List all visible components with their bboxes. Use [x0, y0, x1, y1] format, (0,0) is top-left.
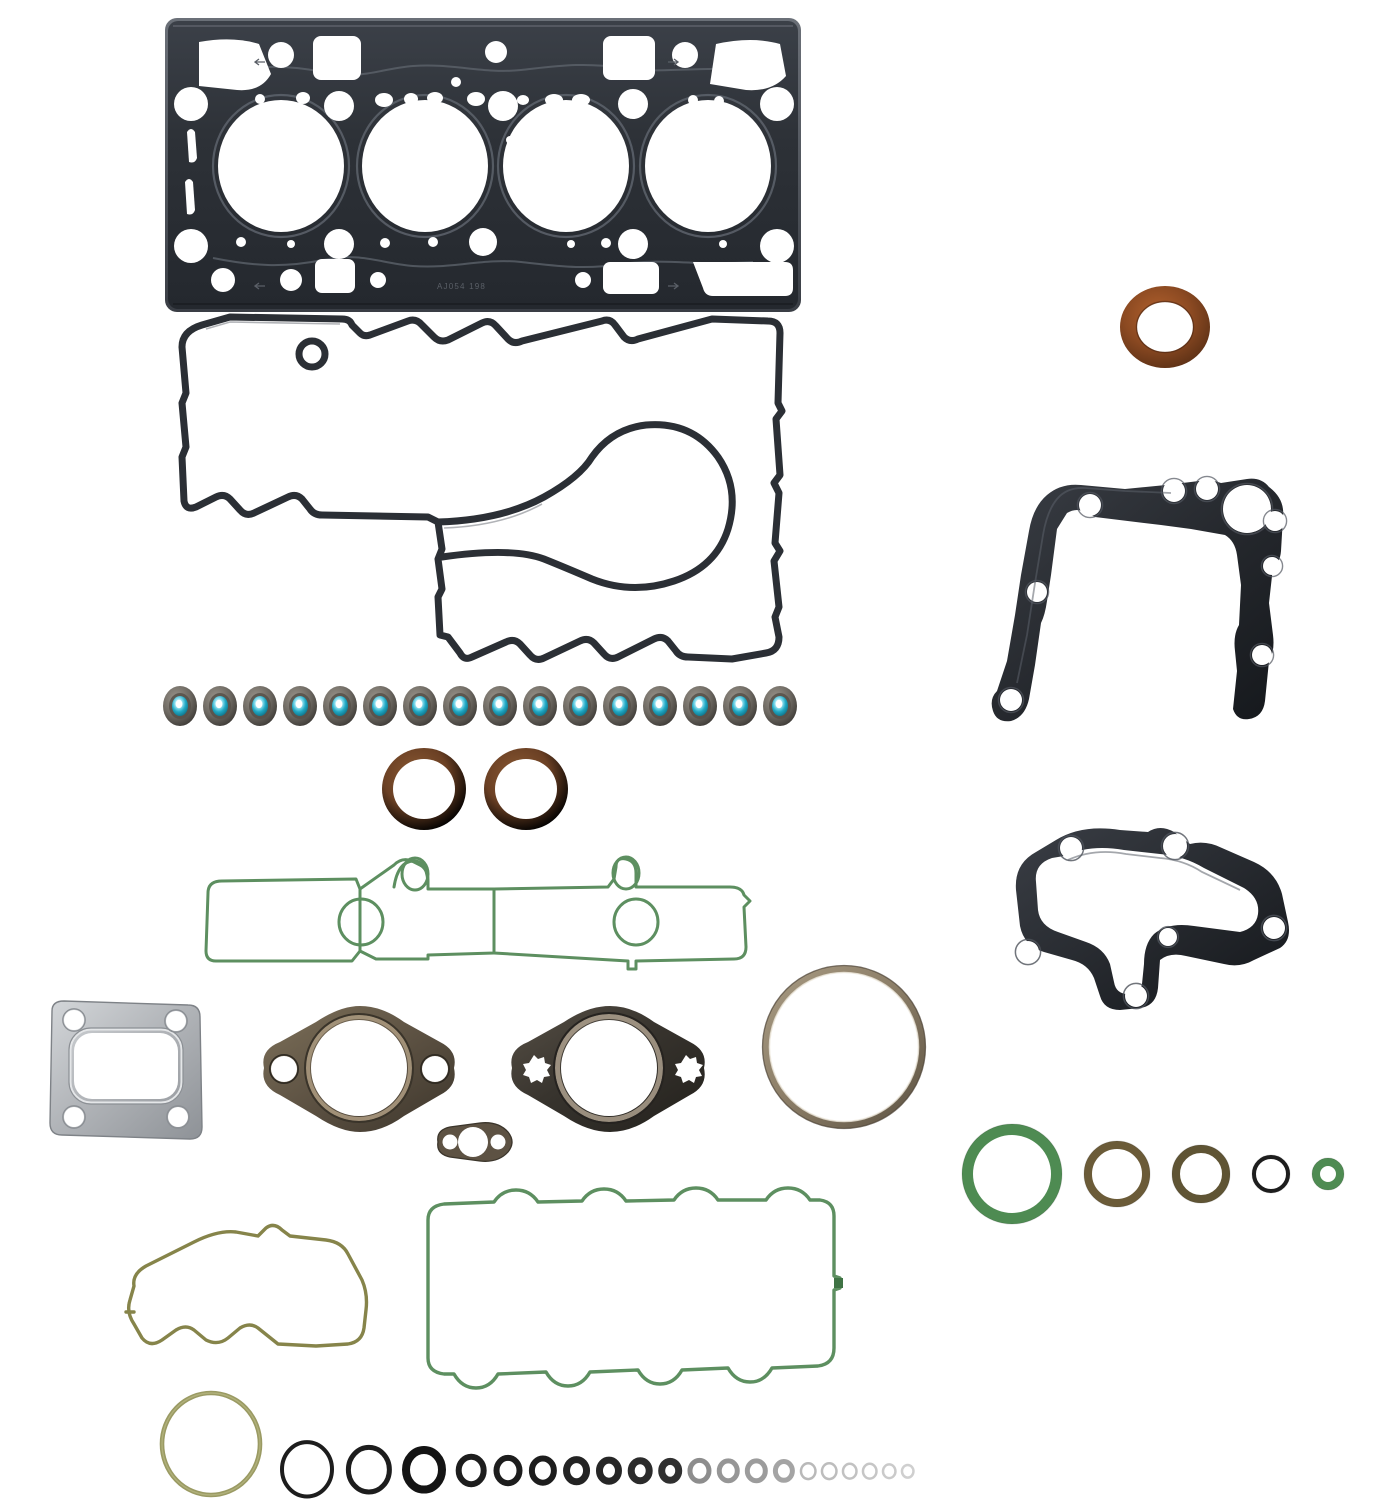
oring [627, 1457, 653, 1485]
exhaust-flange-gasket-right [500, 994, 716, 1144]
coolant-oring-set [958, 1114, 1345, 1234]
timing-cover-gasket [985, 455, 1303, 733]
oring-large-green [961, 1123, 1063, 1225]
valve-stem-seal [683, 686, 717, 726]
head-gasket-marking: AJ054 198 [437, 282, 486, 291]
oring [900, 1463, 915, 1479]
turbo-oil-drain-gasket [432, 1118, 516, 1166]
valve-stem-seal [603, 686, 637, 726]
oring [493, 1454, 523, 1487]
star-bolt-hole [675, 1055, 703, 1083]
large-olive-oring [157, 1390, 265, 1498]
oring [881, 1463, 897, 1480]
valve-cover-gasket [172, 307, 800, 672]
oil-pump-pickup-gasket [118, 1218, 402, 1368]
valve-stem-seal [563, 686, 597, 726]
oring [772, 1459, 795, 1483]
valve-stem-seal [443, 686, 477, 726]
valve-stem-seal [643, 686, 677, 726]
oring [280, 1440, 334, 1499]
oring [799, 1461, 817, 1481]
valve-stem-seal [763, 686, 797, 726]
cylinder-head-gasket: AJ054 198 [163, 14, 803, 319]
crankshaft-front-oil-seal [1116, 283, 1214, 371]
oring [402, 1446, 446, 1494]
valve-stem-seal [403, 686, 437, 726]
valve-stem-seal [723, 686, 757, 726]
oring [744, 1458, 768, 1484]
valve-stem-seal [483, 686, 517, 726]
exhaust-flange-gasket-left [252, 994, 464, 1144]
valve-stem-seal [523, 686, 557, 726]
oring [820, 1461, 838, 1481]
valve-stem-seal [163, 686, 197, 726]
oring-small-black [1251, 1154, 1291, 1194]
oring [658, 1457, 683, 1484]
oring [528, 1455, 557, 1486]
oring [345, 1444, 392, 1495]
valve-stem-seal [363, 686, 397, 726]
valve-stem-seal [283, 686, 317, 726]
oring [841, 1462, 858, 1480]
valve-stem-seal [323, 686, 357, 726]
star-bolt-hole [523, 1055, 551, 1083]
oring-medium-olive [1171, 1144, 1231, 1204]
oring [861, 1462, 878, 1480]
oring [563, 1456, 591, 1486]
valve-stem-seal [203, 686, 237, 726]
oring-medium-brown [1083, 1140, 1151, 1208]
oring [595, 1456, 622, 1485]
water-pump-gasket [1008, 818, 1300, 1022]
oil-pan-gasket [420, 1186, 844, 1390]
camshaft-seal [382, 748, 466, 830]
oring-small-green [1311, 1157, 1345, 1191]
valve-stem-seal-row [160, 684, 802, 728]
exhaust-ring-gasket [761, 964, 927, 1130]
camshaft-seal [484, 748, 568, 830]
oring [687, 1457, 712, 1484]
valve-stem-seal [243, 686, 277, 726]
graduated-oring-row [278, 1420, 915, 1499]
turbocharger-mounting-gasket [38, 995, 214, 1147]
oring [455, 1453, 487, 1488]
camshaft-seal-pair [380, 745, 570, 833]
oring [716, 1458, 740, 1484]
intake-manifold-gasket [196, 855, 766, 979]
